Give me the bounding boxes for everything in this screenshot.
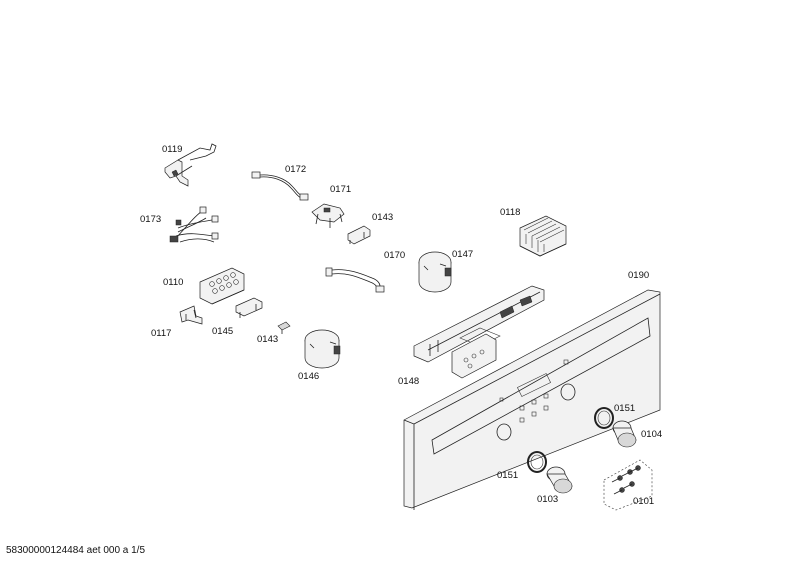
part-0143-clip-upper	[347, 225, 371, 245]
document-footer: 58300000124484 aet 000 a 1/5	[6, 545, 146, 556]
label-0143-upper: 0143	[372, 212, 393, 223]
label-0101: 0101	[633, 496, 654, 507]
label-0145: 0117	[151, 328, 171, 339]
label-0103: 0103	[537, 494, 558, 505]
part-0173-harness	[169, 206, 219, 243]
label-0151-upper: 0151	[614, 403, 635, 414]
label-0143-lower: 0145	[212, 326, 233, 337]
part-0151-ring-upper	[594, 407, 614, 429]
label-0104: 0104	[641, 429, 662, 440]
label-0147: 0147	[452, 249, 473, 260]
part-0143-clip-lower	[235, 297, 263, 318]
label-0173: 0173	[140, 214, 161, 225]
part-0151-ring-lower	[527, 451, 547, 473]
label-0146: 0143	[257, 334, 278, 345]
label-0190: 0148	[398, 376, 419, 387]
part-0148-knob-holder	[304, 329, 341, 369]
label-0148: 0146	[298, 371, 319, 382]
part-0172-wire	[251, 171, 309, 201]
part-0170-ribbon-cable	[325, 267, 385, 293]
label-0172: 0172	[285, 164, 306, 175]
label-0118: 0118	[500, 207, 520, 218]
label-0117: 0110	[163, 277, 183, 288]
part-0147-knob-holder	[418, 251, 452, 293]
part-0117-terminal-block	[199, 267, 245, 305]
part-0145-bracket	[179, 305, 203, 325]
part-0103-knob	[546, 466, 573, 494]
part-0104-knob	[612, 420, 637, 448]
part-0118-heatsink	[519, 215, 567, 257]
label-0170: 0170	[384, 250, 405, 261]
part-0119-bracket	[164, 143, 217, 187]
part-0190-control-board	[413, 285, 545, 379]
part-0171-connector	[311, 203, 345, 228]
part-0101-screws	[603, 459, 653, 511]
label-0110: 0190	[628, 270, 649, 281]
part-0110-control-panel	[403, 289, 661, 510]
part-0146-plug	[277, 321, 291, 334]
label-0119: 0119	[162, 144, 182, 155]
label-0171: 0171	[330, 184, 351, 195]
label-0151-lower: 0151	[497, 470, 518, 481]
